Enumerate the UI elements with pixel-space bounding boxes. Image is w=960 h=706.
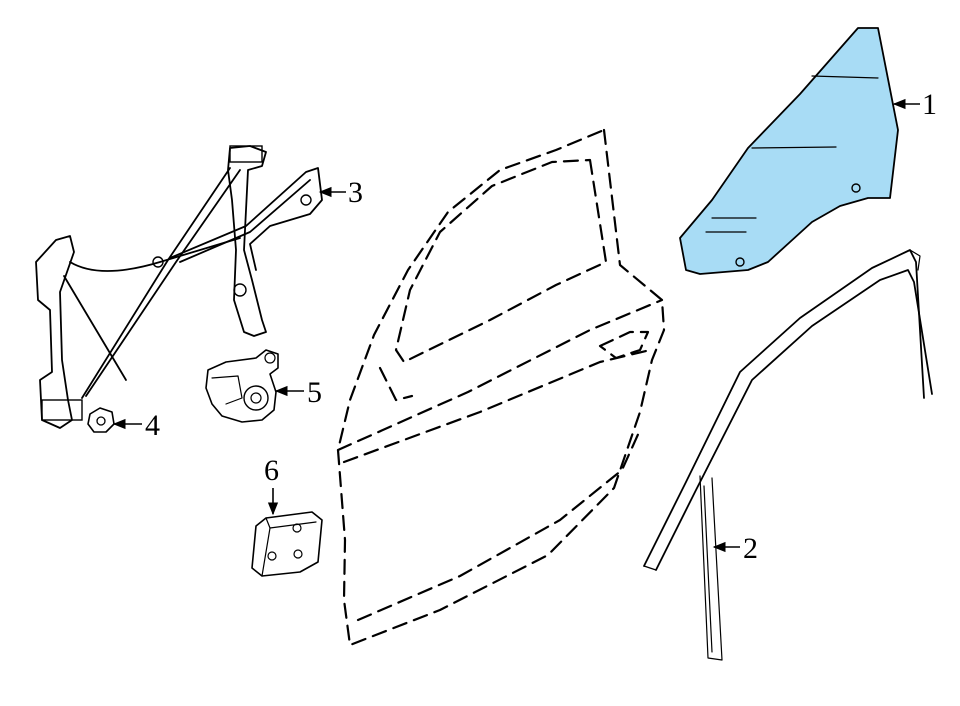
nut xyxy=(87,407,115,433)
regulator-motor xyxy=(205,349,279,423)
motor-shaft xyxy=(264,352,276,364)
mirror-mount xyxy=(378,366,414,402)
channel-end xyxy=(909,249,921,271)
channel-lower xyxy=(703,485,713,653)
regulator-cable xyxy=(63,275,127,381)
door-lower-edge xyxy=(356,428,642,622)
channel-lower xyxy=(699,475,723,661)
module-pin xyxy=(267,551,277,561)
pulley xyxy=(233,283,247,297)
glass-line xyxy=(751,146,837,149)
rail-foot xyxy=(41,399,83,421)
callout-label-3: 3 xyxy=(348,176,363,209)
nut-body xyxy=(87,407,115,433)
regulator-rail-right xyxy=(227,145,267,337)
door-beltline xyxy=(336,298,664,452)
motor-gear xyxy=(243,385,269,411)
door-outline xyxy=(336,128,666,647)
door-handle-recess xyxy=(598,330,650,360)
module-edge xyxy=(261,527,271,577)
motor-housing xyxy=(205,349,279,423)
callout-label-1: 1 xyxy=(922,88,937,121)
bracket-hole xyxy=(300,194,312,206)
nut-hole xyxy=(96,416,106,426)
pulley xyxy=(152,256,164,268)
callout-label-5: 5 xyxy=(307,376,322,409)
callout-label-6: 6 xyxy=(264,454,279,487)
regulator-cable xyxy=(81,167,231,399)
channel-end xyxy=(643,565,657,571)
callout-label-4: 4 xyxy=(145,409,160,442)
window-regulator xyxy=(35,145,323,429)
module-pin xyxy=(292,523,302,533)
regulator-cable xyxy=(69,237,241,272)
channel-outer xyxy=(643,249,925,567)
glass-run-channel xyxy=(643,249,933,661)
regulator-rail-left xyxy=(35,235,75,429)
motor-gear-hub xyxy=(250,392,262,404)
glass-mount-hole xyxy=(851,183,861,193)
module-pin xyxy=(293,549,303,559)
glass-mount-hole xyxy=(735,257,745,267)
rail-top xyxy=(229,145,263,163)
regulator-bracket xyxy=(169,167,323,271)
door-shell xyxy=(336,128,666,647)
door-window-frame xyxy=(394,158,608,364)
control-module xyxy=(251,511,323,577)
glass-line xyxy=(811,75,879,79)
callout-label-2: 2 xyxy=(743,532,758,565)
regulator-cable xyxy=(85,169,241,397)
module-body xyxy=(251,511,323,577)
door-glass xyxy=(679,27,899,275)
door-glass-pane xyxy=(679,27,899,275)
channel-inner xyxy=(655,269,933,571)
door-beltline-lower xyxy=(342,348,652,464)
motor-detail xyxy=(211,375,243,405)
regulator-bracket xyxy=(179,179,311,263)
